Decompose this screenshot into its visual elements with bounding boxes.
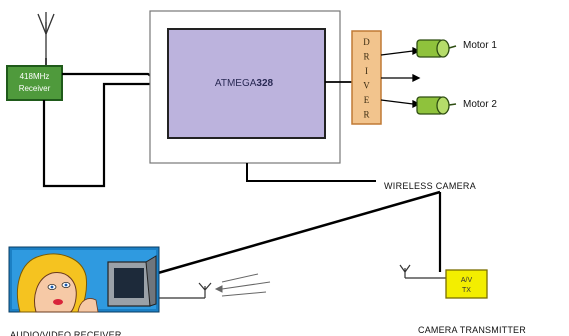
motor-2: Motor 2: [416, 96, 497, 115]
av-tx-line1: A/V: [461, 277, 473, 284]
av-receiver-illustration: [8, 246, 160, 313]
mcu-label-suffix: 328: [256, 78, 273, 89]
receiver-label-line2: Receiver: [19, 84, 51, 93]
mcu-to-camera-line: [246, 163, 376, 182]
driver-letter: R: [363, 52, 369, 62]
driver-letter: I: [365, 66, 368, 76]
mcu-block: ATMEGA328: [167, 28, 326, 139]
receiver-module: 418MHz Receiver: [6, 65, 63, 101]
driver-letter: V: [363, 81, 370, 91]
motor-1: Motor 1: [416, 39, 497, 58]
motor1-label: Motor 1: [463, 40, 497, 51]
av-tx-line2: TX: [462, 287, 471, 294]
av-tx-box: A/V TX: [445, 269, 488, 299]
signal-arrows-icon: [214, 273, 271, 297]
driver-letter: E: [364, 95, 370, 105]
motor2-label: Motor 2: [463, 99, 497, 110]
receiver-label-line1: 418MHz: [20, 72, 50, 81]
av-receiver-antenna-icon: [159, 282, 212, 299]
receiver-antenna-icon: [37, 12, 55, 58]
driver-letter: R: [363, 110, 369, 120]
camera-to-receiver-line: [157, 190, 441, 275]
mcu-label: ATMEGA328: [215, 78, 274, 89]
camera-transmitter-label: CAMERA TRANSMITTER: [418, 325, 526, 335]
driver-letter: D: [363, 37, 370, 47]
mcu-label-prefix: ATMEGA: [215, 78, 257, 89]
wireless-camera-label: WIRELESS CAMERA: [384, 181, 476, 191]
transmitter-antenna-icon: [399, 264, 446, 279]
audio-video-receiver-label: AUDIO/VIDEO RECEIVER: [10, 330, 122, 336]
receiver-feedback-line: [42, 82, 170, 188]
driver-motor-arrows: [380, 46, 421, 109]
